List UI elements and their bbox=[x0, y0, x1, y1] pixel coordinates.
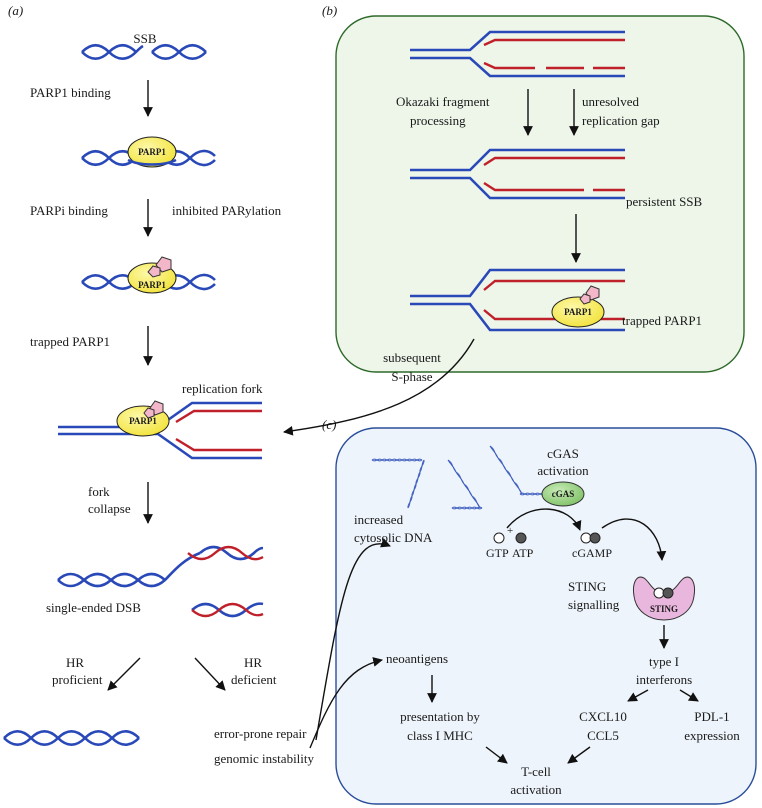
hr-deficient-1: HR bbox=[244, 655, 262, 670]
pdl1-label-1: PDL-1 bbox=[694, 709, 729, 724]
sting-signalling-1: STING bbox=[568, 579, 606, 594]
cgas-activation-2: activation bbox=[537, 463, 589, 478]
panel-a: SSB PARP1 binding PARP1 PARPi binding in… bbox=[3, 31, 391, 766]
hr-proficient-1: HR bbox=[66, 655, 84, 670]
atp-molecule bbox=[515, 532, 527, 544]
panel-c: cGAS activation cGAS increased cytosolic… bbox=[354, 445, 740, 797]
pdl1-label-2: expression bbox=[684, 728, 740, 743]
parp1-binding-label: PARP1 binding bbox=[30, 85, 111, 100]
replication-fork bbox=[58, 401, 262, 460]
presentation-label-2: class I MHC bbox=[407, 728, 473, 743]
cxcl10-label: CXCL10 bbox=[579, 709, 627, 724]
persistent-ssb-label: persistent SSB bbox=[626, 194, 703, 209]
fork-label-1: fork bbox=[88, 484, 110, 499]
arrow-to-fork-a bbox=[283, 338, 475, 436]
arrow-to-cytosolic-dna bbox=[315, 538, 391, 741]
parp1-text-b: PARP1 bbox=[564, 307, 592, 317]
plus-sign: + bbox=[507, 525, 513, 537]
cgamp-label: cGAMP bbox=[572, 546, 612, 560]
increased-label-2: cytosolic DNA bbox=[354, 530, 433, 545]
hr-proficient-2: proficient bbox=[52, 672, 103, 687]
subsequent-label-1: subsequent bbox=[383, 350, 441, 365]
arrow-a-proficient bbox=[107, 657, 141, 691]
repaired-dna bbox=[3, 729, 140, 747]
fork-b3 bbox=[410, 268, 625, 332]
presentation-label-1: presentation by bbox=[400, 709, 480, 724]
okazaki-label-1: Okazaki fragment bbox=[396, 94, 490, 109]
arrow-mhc-to-tcell bbox=[485, 746, 508, 764]
error-prone-repair-label: error-prone repair bbox=[214, 726, 307, 741]
increased-label-1: increased bbox=[354, 512, 404, 527]
parp-inhibitor-icon-2 bbox=[147, 265, 161, 278]
arrow-ifn-to-pdl1 bbox=[679, 689, 699, 702]
gtp-label: GTP bbox=[486, 546, 509, 560]
tcell-label-1: T-cell bbox=[521, 764, 551, 779]
neoantigens-label: neoantigens bbox=[386, 651, 448, 666]
panel-b: Okazaki fragment processing unresolved r… bbox=[283, 30, 703, 436]
fork-label-2: collapse bbox=[88, 501, 131, 516]
sting-bound-cgamp-b bbox=[662, 587, 674, 599]
trapped-parp1-protein-b bbox=[551, 296, 605, 328]
cgas-activation-1: cGAS bbox=[547, 446, 579, 461]
subsequent-label-2: S-phase bbox=[391, 369, 432, 384]
tcell-label-2: activation bbox=[510, 782, 562, 797]
arrow-to-neoantigens bbox=[309, 657, 383, 749]
fork-b2 bbox=[410, 148, 625, 200]
atp-label: ATP bbox=[512, 546, 534, 560]
parpi-binding-label: PARPi binding bbox=[30, 203, 108, 218]
panel-c-box bbox=[335, 427, 757, 805]
parp1-text-2: PARP1 bbox=[138, 280, 166, 290]
inhibited-parylation-label: inhibited PARylation bbox=[172, 203, 282, 218]
parp-inhibitor-icon-b2 bbox=[579, 293, 591, 305]
sting-signalling-2: signalling bbox=[568, 597, 620, 612]
fork-b1 bbox=[410, 30, 625, 78]
parp1-text: PARP1 bbox=[138, 147, 166, 157]
sting-text: STING bbox=[650, 604, 678, 614]
okazaki-label-2: processing bbox=[410, 113, 466, 128]
ssb-label: SSB bbox=[133, 31, 156, 46]
panel-b-letter: (b) bbox=[322, 3, 337, 18]
single-ended-dsb-label: single-ended DSB bbox=[46, 600, 141, 615]
dsb-dna bbox=[57, 545, 264, 618]
trapped-parp1-label: trapped PARP1 bbox=[30, 334, 110, 349]
panel-b-box bbox=[335, 15, 745, 373]
parp-inhibitor-icon-4 bbox=[143, 407, 155, 419]
gtp-molecule bbox=[493, 532, 505, 544]
replication-fork-label: replication fork bbox=[182, 381, 263, 396]
cgas-protein bbox=[541, 481, 585, 507]
arrow-ccl5-to-tcell bbox=[567, 746, 591, 764]
arrow-to-sting bbox=[601, 518, 667, 561]
arrow-a-deficient bbox=[194, 657, 226, 691]
unresolved-label-2: replication gap bbox=[582, 113, 660, 128]
genomic-instability-label: genomic instability bbox=[214, 751, 315, 766]
trapped-parp1-label-b: trapped PARP1 bbox=[622, 313, 702, 328]
arrow-ifn-to-cxcl10 bbox=[627, 689, 649, 702]
parp1-protein bbox=[127, 136, 177, 168]
panel-a-letter: (a) bbox=[8, 3, 23, 18]
cgas-text: cGAS bbox=[552, 489, 575, 499]
dna-helix-ssb bbox=[81, 43, 207, 61]
parp1-text-3: PARP1 bbox=[129, 416, 157, 426]
arrow-cgas-reaction bbox=[506, 508, 582, 531]
type1-label-2: interferons bbox=[636, 672, 692, 687]
type1-label-1: type I bbox=[649, 654, 679, 669]
ccl5-label: CCL5 bbox=[587, 728, 619, 743]
unresolved-label-1: unresolved bbox=[582, 94, 640, 109]
hr-deficient-2: deficient bbox=[231, 672, 277, 687]
cgamp-molecule-b bbox=[589, 532, 601, 544]
